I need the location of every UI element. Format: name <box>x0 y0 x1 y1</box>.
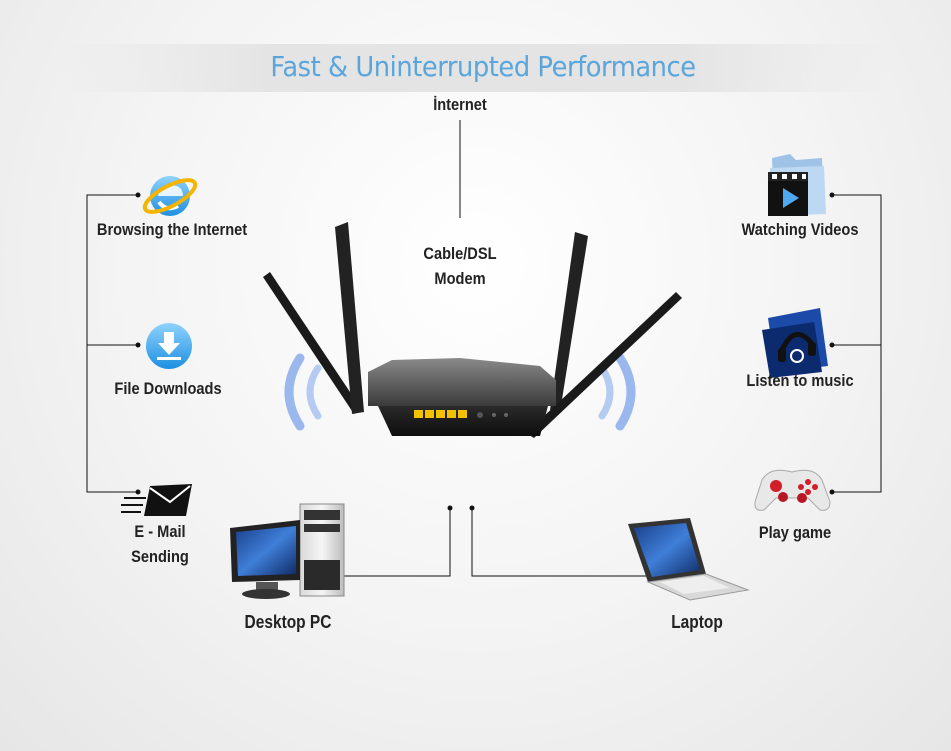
video-folder-icon <box>768 154 826 216</box>
laptop-line <box>471 508 655 577</box>
connector-lines <box>86 120 882 577</box>
modem-label-line1: Cable/DSL <box>423 244 497 263</box>
dot-music <box>829 342 835 348</box>
dot-desktop <box>447 505 453 511</box>
downloads-label: File Downloads <box>114 379 222 398</box>
right-bracket <box>832 194 882 493</box>
browser-icon <box>142 176 198 216</box>
gamepad-icon <box>754 469 831 511</box>
dot-browsing <box>135 192 141 198</box>
email-icon <box>121 484 192 516</box>
dot-email <box>135 489 141 495</box>
email-label-line2: Sending <box>131 547 189 566</box>
internet-label: İnternet <box>433 95 487 114</box>
laptop-label: Laptop <box>671 612 723 632</box>
modem-label-line2: Modem <box>434 269 486 288</box>
dot-game <box>829 489 835 495</box>
browsing-label: Browsing the Internet <box>96 220 248 239</box>
connector-dots <box>135 192 835 511</box>
wifi-signal-right-icon <box>598 353 636 431</box>
download-icon <box>146 323 192 369</box>
music-label: Listen to music <box>746 371 854 390</box>
videos-label: Watching Videos <box>741 220 859 239</box>
game-label: Play game <box>758 523 832 542</box>
wifi-signal-left-icon <box>284 353 322 431</box>
dot-downloads <box>135 342 141 348</box>
left-bracket <box>86 194 138 493</box>
laptop-icon <box>628 518 750 601</box>
router-icon <box>263 222 682 438</box>
music-icon <box>762 308 828 378</box>
email-label-line1: E - Mail <box>134 522 186 541</box>
dot-videos <box>829 192 835 198</box>
diagram-title: Fast & Uninterrupted Performance <box>270 50 696 83</box>
desktop-pc-label: Desktop PC <box>244 612 332 632</box>
desktop-pc-icon <box>230 503 345 599</box>
title-band <box>60 44 890 92</box>
dot-laptop <box>469 505 475 511</box>
desktop-line <box>340 508 451 577</box>
